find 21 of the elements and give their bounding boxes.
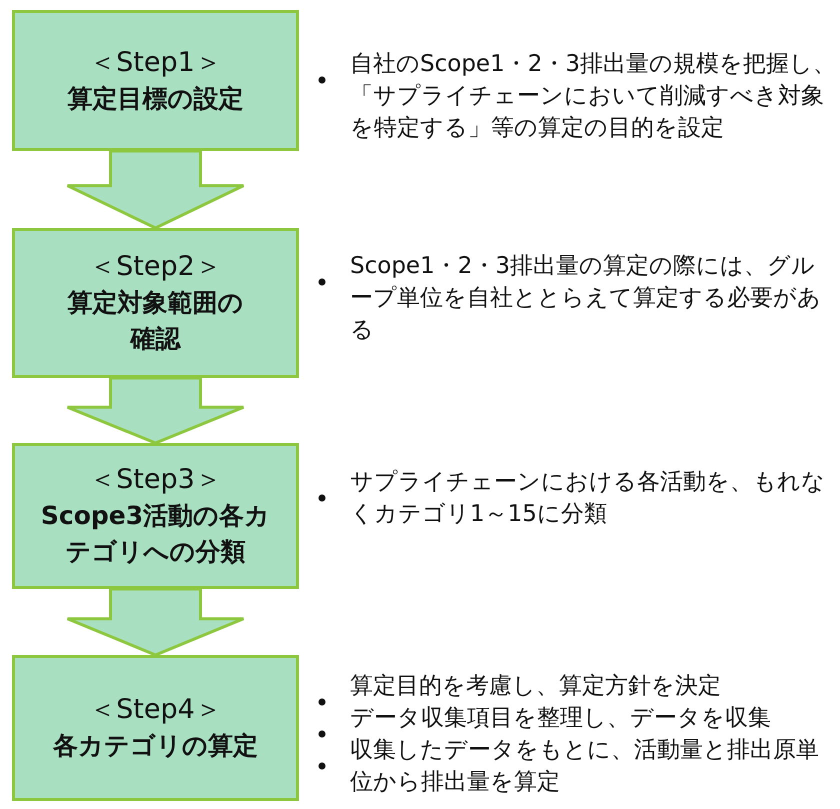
- step-title: 各カテゴリの算定: [53, 730, 258, 762]
- block-arrow: [66, 588, 245, 657]
- step-title: 算定目標の設定: [68, 82, 244, 114]
- step-number: ＜Step4＞: [89, 693, 222, 727]
- step-box: [12, 228, 299, 378]
- bullet-text: Scope1・2・3排出量の算定の際には、グループ単位を自社ととらえて算定する必要がある: [350, 252, 822, 345]
- step-title: Scope3活動の各カテゴリへの分類: [40, 500, 272, 568]
- step-box: [12, 10, 299, 151]
- block-arrow: [66, 150, 245, 230]
- bullet-text: 自社のScope1・2・3排出量の規模を把握し、「サプライチェーンにおいて削減すべき対象を特定する」等の算定の目的を設定: [350, 50, 837, 143]
- step-number: ＜Step3＞: [89, 463, 222, 497]
- bullet-text: データ収集項目を整理し、データを収集: [350, 704, 771, 733]
- bullet-text: 収集したデータをもとに、活動量と排出原単位から排出量を算定: [350, 736, 820, 797]
- bullet-text: サプライチェーンにおける各活動を、もれなくカテゴリ1～15に分類: [350, 468, 826, 529]
- step-number: ＜Step1＞: [89, 46, 222, 80]
- step-title: 算定対象範囲の確認: [66, 287, 244, 355]
- step-number: ＜Step2＞: [89, 250, 222, 284]
- step-box: [12, 443, 299, 589]
- block-arrow: [66, 376, 245, 445]
- step-box: [12, 655, 299, 801]
- bullet-text: 算定目的を考慮し、算定方針を決定: [350, 672, 721, 701]
